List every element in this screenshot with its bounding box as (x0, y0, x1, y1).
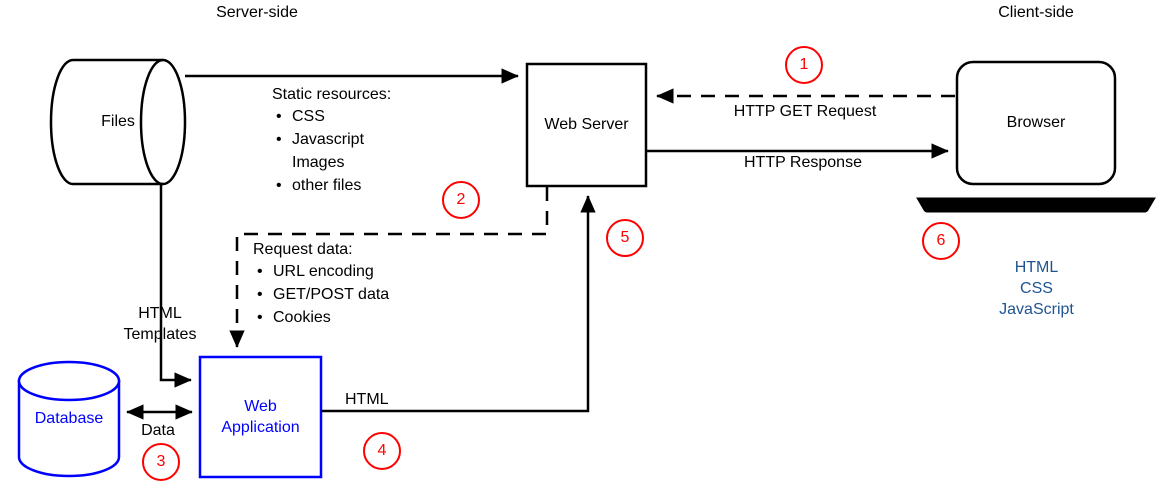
web-application-label-line1: Web (244, 398, 277, 415)
html-templates-label: HTML Templates (105, 303, 215, 345)
list-item: other files (276, 174, 472, 197)
step-badge-6: 6 (922, 222, 960, 260)
client-stack-css: CSS (1020, 280, 1053, 297)
html-templates-label-line1: HTML (138, 305, 182, 322)
list-item: URL encoding (257, 260, 473, 283)
html-templates-label-line2: Templates (123, 326, 197, 343)
web-application-label: Web Application (200, 357, 321, 477)
edge-html-templates (159, 185, 192, 388)
list-item: Javascript (276, 128, 472, 151)
static-resources-list: CSS Javascript Images other files (272, 105, 472, 197)
list-item: GET/POST data (257, 283, 473, 306)
database-cylinder-shape (17, 360, 121, 478)
request-data-annotation: Request data: URL encoding GET/POST data… (253, 240, 473, 329)
step-badge-5: 5 (606, 219, 644, 257)
files-label: Files (101, 113, 135, 130)
edge-request-data (229, 187, 549, 348)
files-cylinder-shape (49, 58, 187, 186)
request-data-heading: Request data: (253, 241, 353, 258)
list-item: Images (292, 154, 345, 171)
request-data-list: URL encoding GET/POST data Cookies (253, 260, 473, 329)
step-badge-2: 2 (442, 181, 480, 219)
client-stack-javascript: JavaScript (999, 301, 1074, 318)
server-side-title: Server-side (216, 4, 298, 21)
static-resources-heading: Static resources: (272, 86, 392, 103)
client-side-title: Client-side (998, 4, 1074, 21)
http-response-label: HTTP Response (744, 154, 862, 171)
web-application-label-line2: Application (221, 419, 300, 436)
list-item: Cookies (257, 306, 473, 329)
client-stack-annotation: HTML CSS JavaScript (965, 257, 1108, 320)
database-label: Database (34, 410, 104, 427)
step-badge-4: 4 (363, 432, 401, 470)
http-get-request-label: HTTP GET Request (733, 103, 877, 120)
client-stack-html: HTML (1014, 259, 1059, 276)
edge-html-to-web-server (321, 195, 596, 413)
web-server-label: Web Server (544, 116, 629, 133)
browser-label: Browser (1006, 114, 1066, 131)
html-label: HTML (345, 391, 389, 408)
step-badge-3: 3 (142, 443, 180, 481)
static-resources-annotation: Static resources: CSS Javascript Images … (272, 85, 472, 197)
web-server-box-shape (525, 62, 648, 188)
laptop-base-shape (916, 197, 1156, 213)
browser-box-shape (955, 60, 1117, 186)
data-label: Data (141, 422, 175, 439)
list-item: CSS (276, 105, 472, 128)
step-badge-1: 1 (785, 46, 823, 84)
web-application-box-shape (198, 355, 323, 479)
